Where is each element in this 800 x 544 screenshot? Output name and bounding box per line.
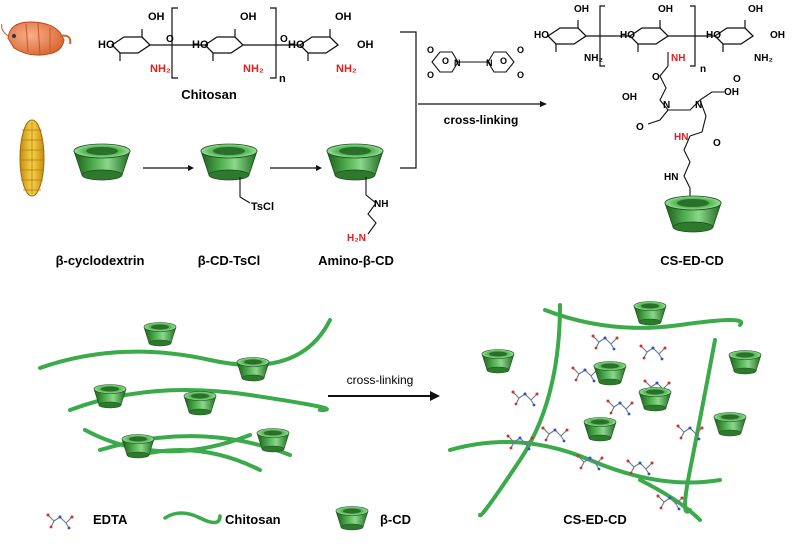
h2n-label: H₂N	[347, 233, 366, 244]
ring-oxygen-label: O	[442, 56, 449, 66]
carbonyl-oxygen-label: O	[427, 70, 434, 80]
cyclodextrin-cone-icon	[335, 506, 369, 531]
amine-label: NH₂	[150, 63, 171, 75]
arrowhead	[540, 101, 547, 107]
amino-cd-label: Amino-β-CD	[318, 253, 394, 268]
edta-molecule-icon	[45, 512, 75, 530]
cyclodextrin-cone-icon	[583, 417, 617, 442]
arrowhead	[430, 391, 440, 401]
crosslinking-label-bottom: cross-linking	[347, 373, 414, 387]
glycosidic-oxygen-label: O	[280, 34, 288, 45]
hydroxyl-label: OH	[357, 39, 374, 51]
product-hydroxyl-label: OH	[748, 4, 763, 15]
cyclodextrin-cone-icon	[728, 350, 762, 375]
edta-n-label: N	[663, 100, 670, 111]
cyclodextrin-cone-icon	[713, 412, 747, 437]
edta-n-label: N	[695, 100, 702, 111]
cyclodextrin-cone-icon	[638, 387, 672, 412]
cyclodextrin-cone-icon	[200, 143, 258, 181]
hydroxyl-label: OH	[335, 11, 352, 23]
amine-label: NH₂	[243, 63, 264, 75]
reactant-bracket	[400, 31, 417, 169]
chitosan-label: Chitosan	[181, 87, 237, 102]
product-chitosan-structure	[547, 5, 754, 196]
product-hydroxyl-label: HO	[706, 30, 721, 41]
nh-label: NH	[374, 199, 388, 210]
ring-oxygen-label: O	[500, 56, 507, 66]
carboxyl-oh-label: OH	[724, 87, 739, 98]
amide-nh-label: NH	[671, 53, 685, 64]
repeat-unit-n: n	[700, 64, 706, 75]
legend: EDTA Chitosan β-CD	[45, 506, 411, 531]
crosslinked-network	[448, 303, 744, 522]
product-hydroxyl-label: HO	[620, 30, 635, 41]
amine-n-label: N	[486, 58, 493, 68]
crosslinking-label-top: cross-linking	[444, 113, 519, 127]
carbonyl-o-label: O	[652, 72, 660, 83]
carbonyl-oxygen-label: O	[427, 45, 434, 55]
chitosan-strand-icon	[163, 511, 222, 525]
hydroxyl-label: OH	[240, 11, 257, 23]
hn-label: HN	[664, 172, 678, 183]
arrowhead	[188, 165, 194, 171]
repeat-unit-n: n	[279, 73, 286, 85]
product-amine-label: NH₂	[754, 53, 773, 64]
cyclodextrin-cone-icon	[256, 428, 290, 453]
corn-icon	[19, 119, 45, 197]
amide-hn-label: HN	[674, 132, 688, 143]
beta-cyclodextrin-label: β-cyclodextrin	[56, 253, 145, 268]
carbonyl-o-label: O	[713, 138, 721, 149]
cyclodextrin-cone-icon	[93, 384, 127, 409]
cyclodextrin-cone-icon	[326, 143, 384, 181]
product-amine-label: NH₂	[584, 53, 603, 64]
carboxyl-oh-label: OH	[622, 92, 637, 103]
hydroxyl-label: HO	[98, 39, 115, 51]
tscl-group-label: TsCl	[251, 201, 274, 213]
legend-edta-label: EDTA	[93, 512, 128, 527]
product-label-bottom: CS-ED-CD	[563, 512, 627, 527]
cyclodextrin-cone-icon	[633, 301, 667, 326]
cyclodextrin-cone-icon	[593, 361, 627, 386]
cyclodextrin-cone-icon	[183, 391, 217, 416]
cyclodextrin-cone-icon	[73, 143, 131, 181]
cyclodextrin-cone-icon	[664, 195, 722, 233]
tosyl-linker	[239, 177, 251, 204]
legend-bcd-label: β-CD	[380, 512, 411, 527]
cd-tscl-label: β-CD-TsCl	[198, 253, 261, 268]
arrowhead	[316, 165, 322, 171]
shrimp-icon	[1, 21, 72, 56]
hydroxyl-label: HO	[192, 39, 209, 51]
carboxyl-o-label: O	[733, 74, 741, 85]
cyclodextrin-cone-icon	[236, 357, 270, 382]
cyclodextrin-cone-icon	[121, 434, 155, 459]
cyclodextrin-cone-icon	[481, 349, 515, 374]
carboxyl-o-label: O	[636, 122, 644, 133]
amine-n-label: N	[454, 58, 461, 68]
product-hydroxyl-label: OH	[658, 4, 673, 15]
carbonyl-oxygen-label: O	[517, 70, 524, 80]
hydroxyl-label: HO	[288, 39, 305, 51]
chitosan-structure	[111, 7, 339, 79]
carbonyl-oxygen-label: O	[517, 45, 524, 55]
edta-dianhydride-structure	[431, 51, 515, 73]
legend-chitosan-label: Chitosan	[225, 512, 281, 527]
cyclodextrin-cone-icon	[143, 322, 177, 347]
ethylenediamine-linker	[365, 177, 377, 235]
glycosidic-oxygen-label: O	[166, 34, 174, 45]
product-hydroxyl-label: HO	[534, 30, 549, 41]
hydroxyl-label: OH	[148, 11, 165, 23]
amine-label: NH₂	[336, 63, 357, 75]
product-hydroxyl-label: OH	[770, 30, 785, 41]
product-hydroxyl-label: OH	[574, 4, 589, 15]
product-label-top: CS-ED-CD	[660, 253, 724, 268]
